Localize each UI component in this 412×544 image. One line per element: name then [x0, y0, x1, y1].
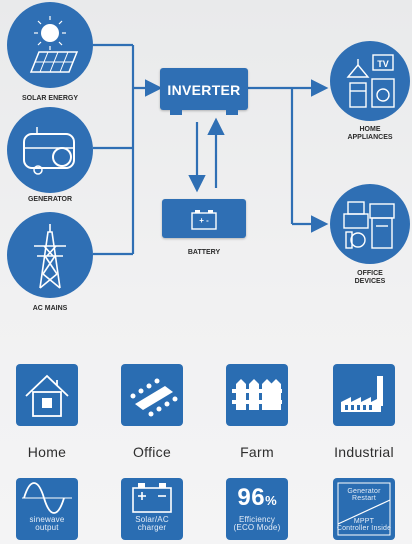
efficiency-line2: (ECO Mode) [233, 523, 281, 532]
office-devices-label-line1: OFFICE [357, 270, 383, 277]
battery-icon [191, 210, 217, 230]
gen-restart-top2: Restart [352, 495, 376, 502]
app-label-farm: Farm [240, 444, 274, 460]
app-tile-office [121, 364, 183, 426]
gen-restart-bottom1: MPPT [353, 518, 375, 525]
conference-table-icon [130, 378, 178, 417]
transmission-tower-icon [34, 224, 66, 289]
office-devices-label: OFFICE DEVICES [325, 270, 412, 286]
app-tile-home [16, 364, 78, 426]
inverter-foot [226, 110, 238, 115]
home-appliances-icon: TV [346, 54, 395, 108]
factory-icon [341, 376, 383, 412]
fence-icon [232, 379, 282, 410]
solar-energy-label: SOLAR ENERGY [21, 95, 78, 102]
home-appliances-label-line2: APPLIANCES [347, 134, 393, 141]
inverter-label: INVERTER [167, 82, 241, 98]
inverter-foot [170, 110, 182, 115]
app-label-office: Office [132, 444, 172, 460]
efficiency-icon: 96% [226, 484, 288, 512]
feature-tile-generator-restart: Generator Restart MPPT Controller Inside [333, 478, 395, 540]
battery-label: BATTERY [187, 249, 221, 256]
inverter-box: INVERTER [160, 68, 248, 110]
sinewave-icon [22, 482, 72, 514]
sinewave-line2: output [35, 523, 59, 532]
home-appliances-label: HOME APPLIANCES [325, 126, 412, 142]
app-label-home: Home [27, 444, 67, 460]
ac-mains-node [7, 212, 93, 298]
home-appliances-node: TV [330, 41, 410, 121]
house-icon [25, 374, 69, 417]
office-devices-icon [343, 201, 395, 249]
generator-node [7, 107, 93, 193]
solar-energy-node [7, 2, 93, 88]
office-devices-label-line2: DEVICES [354, 278, 386, 285]
app-tile-farm [226, 364, 288, 426]
tv-text: TV [377, 59, 389, 69]
home-appliances-label-line1: HOME [359, 126, 381, 133]
sinewave-line1: sinewave [29, 515, 65, 524]
efficiency-line1: Efficiency [238, 515, 276, 524]
office-devices-node [330, 184, 410, 264]
solar-panel-icon [29, 16, 79, 73]
feature-tile-charger: Solar/AC charger [121, 478, 183, 540]
app-tile-industrial [333, 364, 395, 426]
charger-line1: Solar/AC [135, 515, 169, 524]
battery-terminals: + - [199, 216, 209, 225]
efficiency-value: 96 [237, 484, 266, 511]
gen-restart-top1: Generator [347, 488, 381, 495]
battery-box: + - [162, 199, 246, 238]
efficiency-unit: % [265, 493, 277, 508]
generator-label: GENERATOR [27, 196, 73, 203]
gen-restart-bottom2: Controller Inside [336, 525, 392, 532]
generator-restart-icon [337, 482, 391, 536]
charger-line2: charger [137, 523, 167, 532]
app-label-industrial: Industrial [334, 444, 394, 460]
battery-charger-icon [132, 483, 172, 513]
feature-tile-efficiency: 96% Efficiency (ECO Mode) [226, 478, 288, 540]
generator-icon [23, 127, 75, 175]
feature-tile-sinewave: sinewave output [16, 478, 78, 540]
connector-lines [93, 43, 329, 256]
ac-mains-label: AC MAINS [32, 305, 68, 312]
